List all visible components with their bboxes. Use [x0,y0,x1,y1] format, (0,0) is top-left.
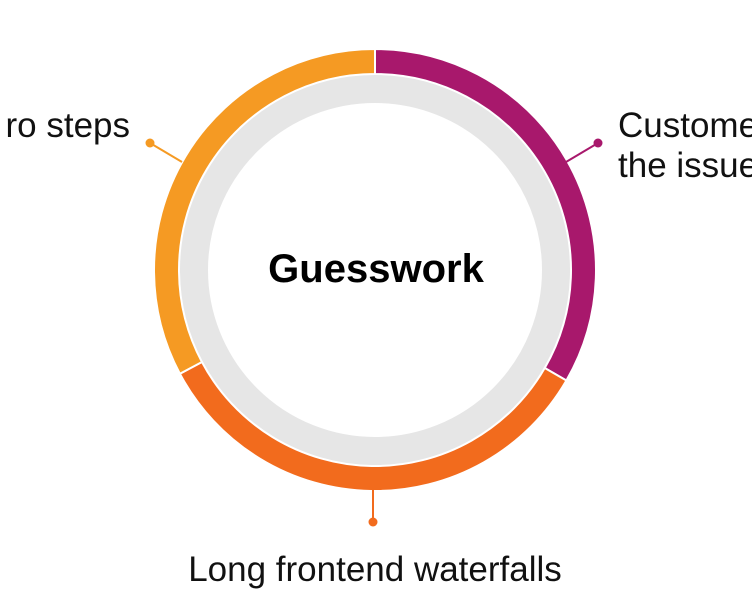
label-right-line1: Custome [618,106,752,145]
label-connectors [145,138,603,527]
connector-left-dot [145,138,155,148]
label-bottom: Long frontend waterfalls [0,550,750,590]
connector-left-line [149,142,183,163]
label-bottom-line1: Long frontend waterfalls [188,550,562,589]
center-title: Guesswork [268,247,484,291]
label-left: ro steps [6,106,131,146]
inner-ring [178,73,572,467]
connector-right-line [565,142,599,163]
label-right: Custome the issue [618,106,752,186]
label-right-line2: the issue [618,146,752,185]
label-left-line1: ro steps [5,106,131,145]
ring-segments [153,47,597,492]
connector-right-dot [593,138,603,148]
connector-bottom-dot [368,517,378,527]
ring-segment-left [153,47,376,376]
